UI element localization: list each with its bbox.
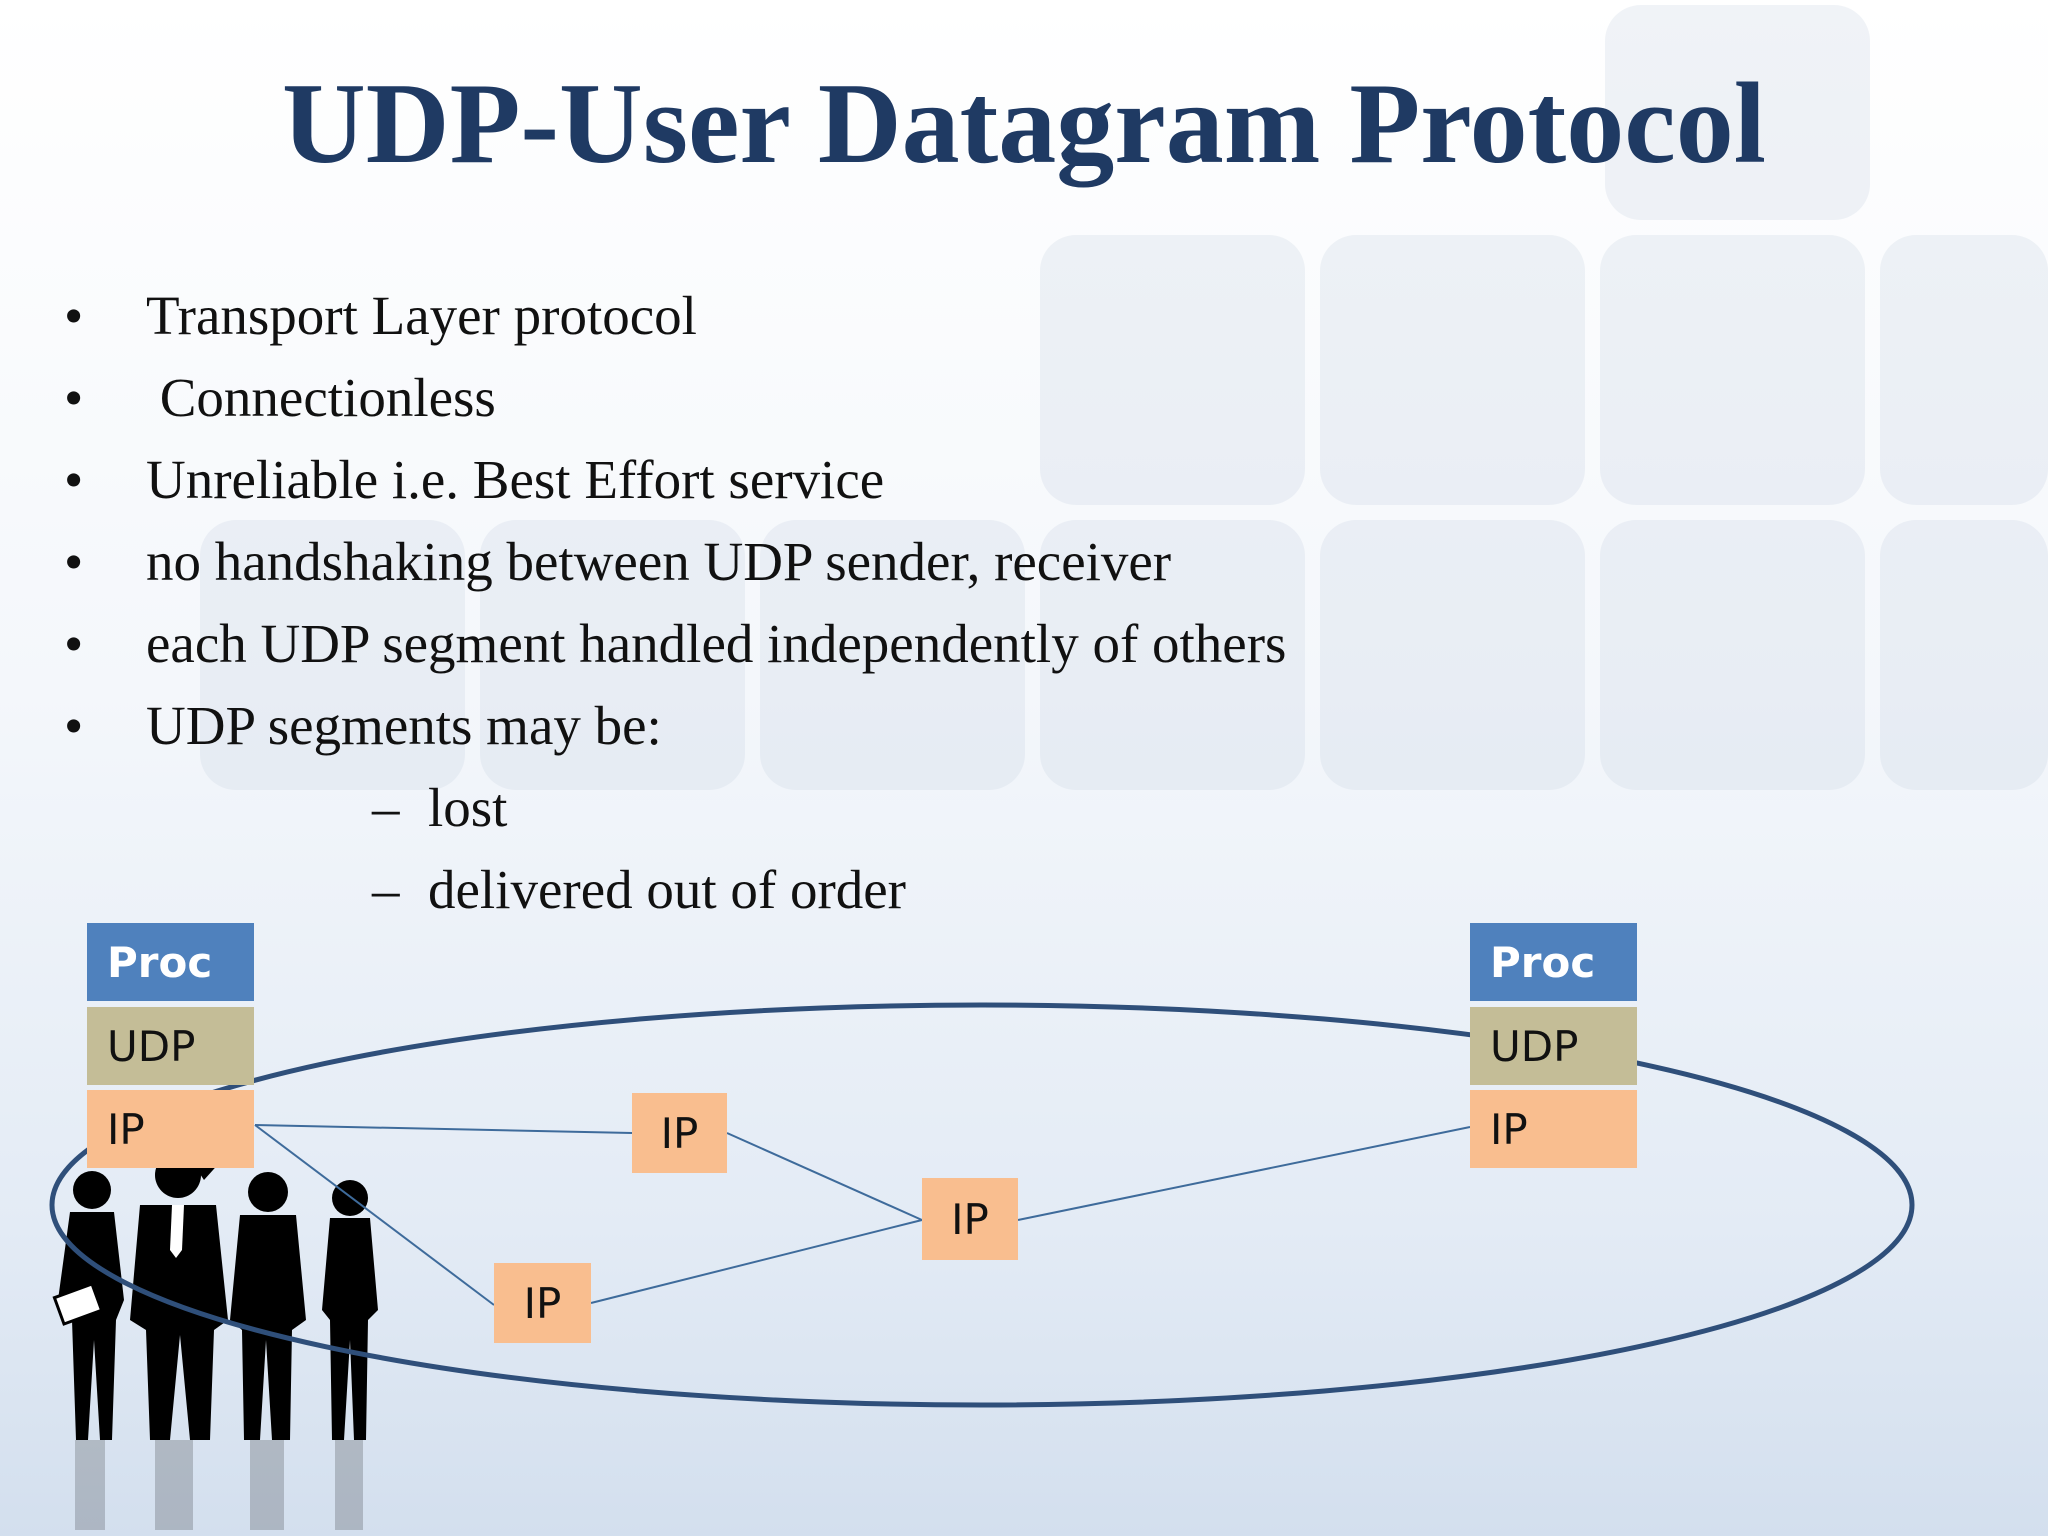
bullet-text: Transport Layer protocol <box>146 285 697 346</box>
left-udp-label: UDP <box>107 1021 196 1071</box>
sub-bullet-marker: – <box>372 859 400 920</box>
background-tile <box>1880 520 2048 790</box>
bullet-item: • UDP segments may be: <box>64 690 1286 772</box>
router-ip-box: IP <box>494 1263 591 1343</box>
bullet-item: • Unreliable i.e. Best Effort service <box>64 444 1286 526</box>
sub-bullet-marker: – <box>372 777 400 838</box>
bullet-item: • Transport Layer protocol <box>64 280 1286 362</box>
bullet-marker: • <box>64 449 84 510</box>
bullet-marker: • <box>64 285 84 346</box>
link-router-1-to-router-3 <box>726 1132 923 1221</box>
left-ip-label: IP <box>107 1104 145 1154</box>
right-ip-box: IP <box>1470 1090 1637 1168</box>
background-tile <box>1320 235 1585 505</box>
left-ip-box: IP <box>87 1090 254 1168</box>
link-left-ip-to-router-1 <box>254 1124 633 1134</box>
background-tile <box>1600 520 1865 790</box>
router-ip-label: IP <box>660 1108 699 1158</box>
background-tile <box>1040 520 1305 790</box>
bullet-text: UDP segments may be: <box>146 695 662 756</box>
background-tile <box>1320 520 1585 790</box>
right-proc-box: Proc <box>1470 923 1637 1001</box>
bullet-marker: • <box>64 367 84 428</box>
router-ip-label: IP <box>523 1278 562 1328</box>
sub-bullet-list: –lost –delivered out of order <box>372 772 906 936</box>
sub-bullet-text: lost <box>428 777 508 838</box>
background-tile <box>1040 235 1305 505</box>
left-udp-box: UDP <box>87 1007 254 1085</box>
link-left-ip-to-router-2 <box>254 1124 495 1306</box>
link-router-3-to-right-ip <box>1017 1126 1471 1221</box>
bullet-text: each UDP segment handled independently o… <box>146 613 1287 674</box>
bullet-item: • Connectionless <box>64 362 1286 444</box>
router-ip-label: IP <box>951 1194 989 1244</box>
background-tile <box>1605 5 1870 220</box>
left-proc-box: Proc <box>87 923 254 1001</box>
sub-bullet-item: –delivered out of order <box>372 854 906 936</box>
right-udp-label: UDP <box>1490 1021 1579 1071</box>
slide-title: UDP-User Datagram Protocol <box>282 60 1766 188</box>
bullet-text: Connectionless <box>146 367 496 428</box>
router-ip-box: IP <box>632 1093 727 1173</box>
background-tile <box>1880 235 2048 505</box>
sub-bullet-text: delivered out of order <box>428 859 907 920</box>
network-links <box>254 1124 1471 1306</box>
link-router-2-to-router-3 <box>590 1219 923 1304</box>
background-tile <box>760 520 1025 790</box>
right-udp-box: UDP <box>1470 1007 1637 1085</box>
bullet-marker: • <box>64 695 84 756</box>
people-silhouette <box>52 1150 378 1530</box>
bullet-marker: • <box>64 531 84 592</box>
left-proc-label: Proc <box>107 937 213 987</box>
network-ellipse <box>49 1002 1915 1408</box>
router-ip-box: IP <box>922 1178 1018 1260</box>
sub-bullet-item: –lost <box>372 772 906 854</box>
background-tile <box>200 520 465 790</box>
bullet-text: Unreliable i.e. Best Effort service <box>146 449 885 510</box>
bullet-item: • each UDP segment handled independently … <box>64 608 1286 690</box>
bullet-marker: • <box>64 613 84 674</box>
right-proc-label: Proc <box>1490 937 1596 987</box>
background-tile <box>1600 235 1865 505</box>
bullet-list: • Transport Layer protocol • Connectionle… <box>64 280 1286 772</box>
bullet-item: • no handshaking between UDP sender, rece… <box>64 526 1286 608</box>
bullet-text: no handshaking between UDP sender, recei… <box>146 531 1172 592</box>
right-ip-label: IP <box>1490 1104 1528 1154</box>
background-tile <box>480 520 745 790</box>
